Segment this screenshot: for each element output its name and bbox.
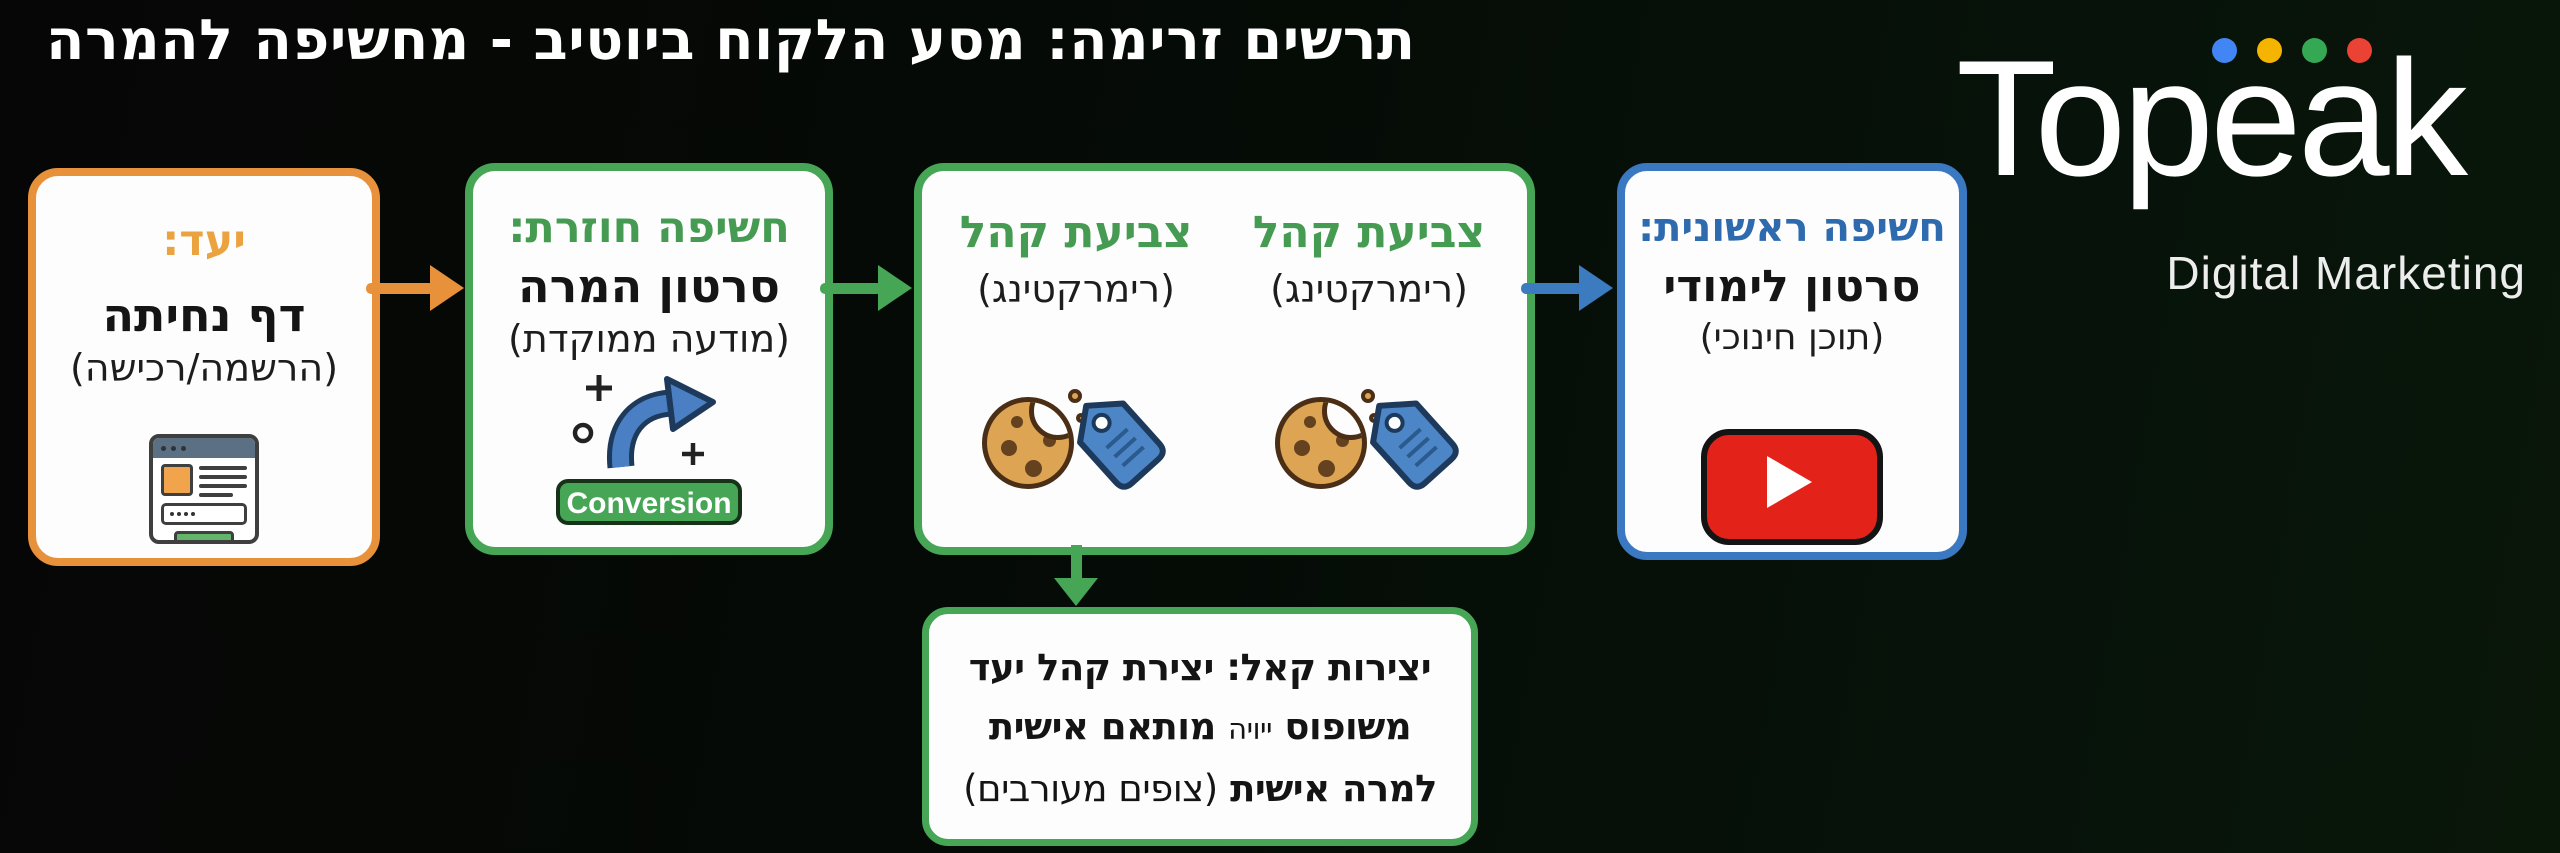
price-tag-icon [1348, 377, 1471, 502]
logo-dot-green [2302, 38, 2327, 63]
logo-dot-red [2347, 38, 2372, 63]
column-sub-label: (רימרקטינג) [1270, 267, 1468, 311]
box-main-label: דף נחיתה [102, 288, 306, 342]
note-line-3: למרה אישית (צופים מעורבים) [963, 767, 1437, 810]
page-title: תרשים זרימה: מסע הלקוח ביוטיב - מחשיפה ל… [46, 8, 1416, 73]
flow-box-goal: יעד: דף נחיתה (הרשמה/רכישה) [28, 168, 380, 566]
logo-dots [2212, 38, 2372, 63]
youtube-play-icon [1701, 429, 1883, 545]
cookie-tag-icon-group [1269, 381, 1469, 521]
landing-page-icon [149, 434, 259, 544]
price-tag-icon [1055, 377, 1178, 502]
box-sub-label: (מודעה ממוקדת) [508, 317, 790, 361]
box-header: חשיפה ראשונית: [1638, 205, 1946, 251]
box-sub-label: (הרשמה/רכישה) [69, 346, 339, 390]
play-triangle [1767, 456, 1812, 508]
box-header: חשיפה חוזרת: [508, 203, 790, 253]
cookie-icon [982, 397, 1074, 489]
box-main-label: סרטון המרה [518, 259, 780, 313]
note-line-2: משופוס ייויה מותאם אישית [988, 705, 1412, 748]
column-sub-label: (רימרקטינג) [977, 267, 1175, 311]
box-header: יעד: [162, 216, 246, 266]
form-field [161, 503, 247, 525]
tagging-column-right: צביעת קהל (רימרקטינג) [1239, 171, 1499, 547]
flow-box-initial-exposure: חשיפה ראשונית: סרטון לימודי (תוכן חינוכי… [1617, 163, 1967, 560]
conversion-badge: Conversion [556, 479, 742, 525]
logo-dot-blue [2212, 38, 2237, 63]
flow-box-audience-tagging: צביעת קהל (רימרקטינג) [914, 163, 1535, 555]
box-sub-label: (תוכן חינוכי) [1699, 317, 1885, 358]
box-main-label: סרטון לימודי [1663, 261, 1921, 312]
tagging-column-left: צביעת קהל (רימרקטינג) [946, 171, 1206, 547]
column-header: צביעת קהל [959, 207, 1193, 258]
brand-tagline: Digital Marketing [2166, 247, 2526, 299]
browser-bar [153, 438, 255, 458]
conversion-arrow-icon [572, 375, 716, 469]
crumb-dot [1361, 389, 1375, 403]
column-header: צביעת קהל [1252, 207, 1486, 258]
cta-button-shape [174, 531, 234, 540]
cookie-icon [1275, 397, 1367, 489]
note-box: יצירות קאל: יצירת קהל יעד משופוס ייויה מ… [922, 607, 1478, 846]
brand-wordmark: Topeak [1956, 26, 2468, 210]
flow-box-repeat-exposure: חשיפה חוזרת: סרטון המרה (מודעה ממוקדת) C… [465, 163, 833, 555]
image-placeholder [161, 464, 193, 496]
cookie-tag-icon-group [976, 381, 1176, 521]
crumb-dot [1068, 389, 1082, 403]
brand-logo: Topeak Digital Marketing [1950, 8, 2550, 300]
note-line-1: יצירות קאל: יצירת קהל יעד [968, 646, 1432, 689]
logo-dot-yellow [2257, 38, 2282, 63]
